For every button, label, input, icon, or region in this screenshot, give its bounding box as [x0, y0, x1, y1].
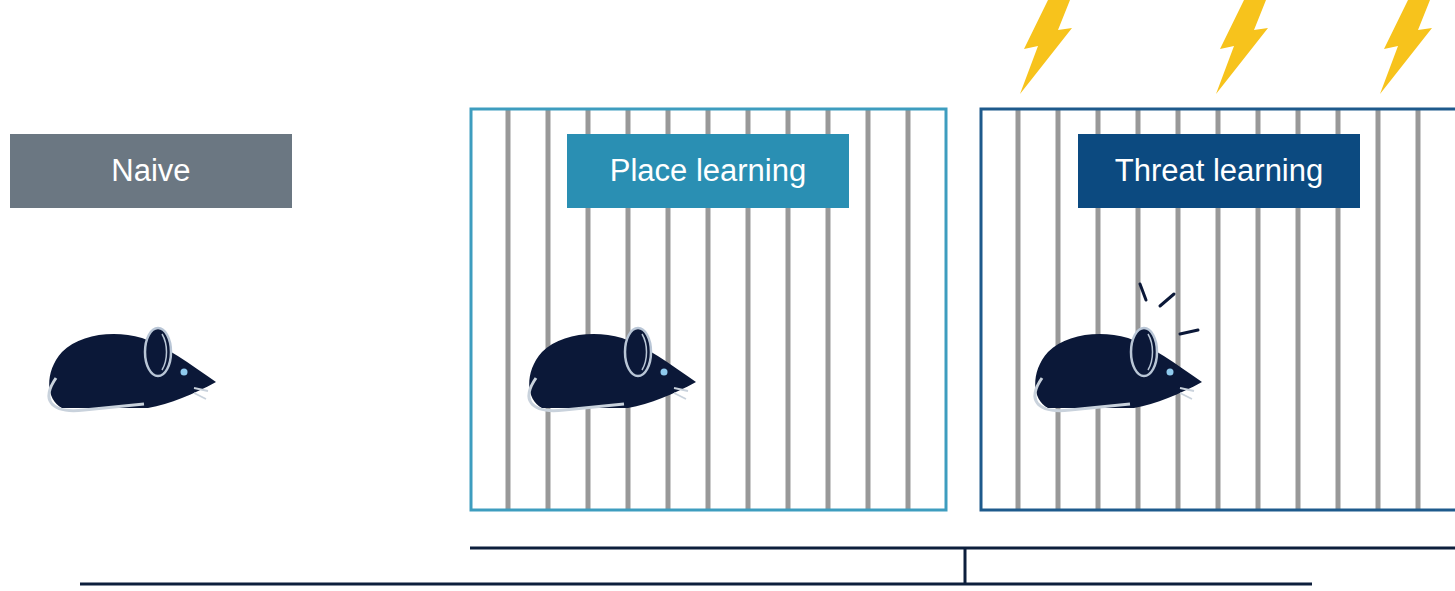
stage-label: Threat learning [1078, 134, 1360, 208]
stage-name: Threat learning [1115, 153, 1324, 189]
shock-bolt [1216, 0, 1268, 94]
shock-bolt [1020, 0, 1072, 94]
mouse-naive [49, 328, 216, 411]
threat-cage [981, 109, 1455, 510]
place-cage [471, 109, 946, 510]
stage-name: Naive [111, 153, 190, 189]
stage-label: Place learning [567, 134, 849, 208]
mouse-threat [1035, 328, 1202, 411]
startle-lines [1140, 284, 1198, 334]
stage-label: Naive [10, 134, 292, 208]
group-bracket [80, 548, 1455, 584]
shock-bolt [1380, 0, 1432, 94]
mouse-place [529, 328, 696, 411]
stage-name: Place learning [610, 153, 806, 189]
